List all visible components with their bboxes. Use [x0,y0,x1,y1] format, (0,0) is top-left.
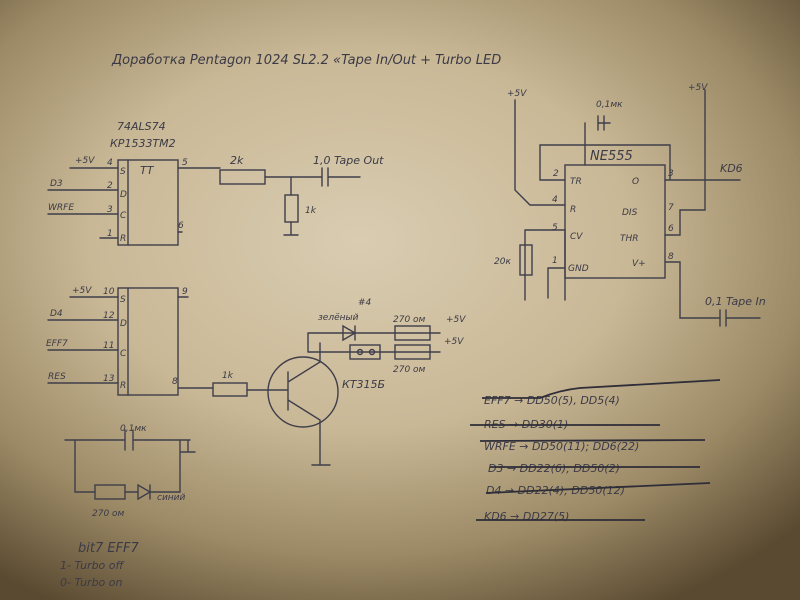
input-label: RES [48,372,66,382]
title: Доработка Pentagon 1024 SL2.2 «Tape In/O… [111,53,501,68]
ne555-circuit: NE555 +5V +5V 0,1мк KD6 20к 0,1 Tape In … [494,83,766,327]
pin-name: S [120,167,126,177]
input-label: +5V [72,286,92,296]
resistor-label: 270 ом [393,365,426,375]
led-mark: #4 [358,298,372,308]
pin-number: 2 [553,169,559,179]
vcc-label: +5V [444,337,464,347]
pin-number: 3 [107,205,113,215]
flipflop-2: S D C R +5V D4 EFF7 RES 10 12 11 13 9 8 [46,286,214,396]
pin-name: D [120,190,127,200]
capacitor-label: 0,1мк [596,100,623,110]
vcc-label: +5V [507,89,527,99]
pin-name: THR [620,234,639,244]
resistor-label: 270 ом [92,509,125,519]
pin-number: 13 [103,374,115,384]
pin-number: 1 [107,229,113,239]
output-label: KD6 [720,162,743,175]
pin-number: 5 [182,158,188,168]
input-label: D3 [50,179,63,189]
input-label: EFF7 [46,339,68,349]
pin-name: R [570,205,576,215]
resistor-label: 270 ом [393,315,426,325]
connection-list: EFF7 → DD50(5), DD5(4) RES → DD30(1) WRF… [470,379,721,523]
input-label: WRFE [48,203,74,213]
pin-number: 6 [668,224,674,234]
resistor-label: 20к [494,257,511,267]
pin-number: 6 [178,221,184,231]
pin-number: 4 [552,195,558,205]
pin-number: 5 [552,223,558,233]
vcc-label: +5V [446,315,466,325]
tape-in-label: 0,1 Tape In [705,295,766,308]
tape-out-circuit: 2k 1k 1,0 Tape Out [219,154,384,236]
struck-note: KD6 → DD27(5) [484,510,569,523]
pin-name: C [120,211,127,221]
pin-name: D [120,319,127,329]
transistor-label: КТ315Б [342,378,385,391]
pin-number: 3 [668,169,674,179]
input-label: +5V [75,156,95,166]
pin-number: 8 [172,377,178,387]
note-line: 1- Turbo off [60,559,125,572]
pin-number: 9 [182,287,188,297]
resistor-label: 1k [305,206,317,216]
pin-number: 2 [107,181,113,191]
led-color-label: синий [157,493,186,503]
note-line: 0- Turbo on [60,576,123,589]
pin-number: 12 [103,311,115,321]
capacitor-label: 0,1мк [120,424,147,434]
pin-name: TR [570,177,582,187]
pin-number: 7 [668,203,674,213]
transistor-stage: 1k КТ315Б [212,342,385,466]
chip1-label: TT [140,164,155,177]
note-line: bit7 EFF7 [78,541,140,556]
pin-name: CV [570,232,583,242]
pin-name: DIS [622,208,638,218]
struck-note: WRFE → DD50(11); DD6(22) [484,440,639,453]
pin-number: 4 [107,158,113,168]
resistor-label: 1k [222,371,234,381]
pin-name: R [120,234,126,244]
pin-number: 1 [552,256,558,266]
flipflop-1: 74ALS74 КР1533ТМ2 TT S D C R +5V D3 WRFE… [47,120,221,246]
led-color-label: зелёный [318,313,359,323]
pin-number: 10 [103,287,115,297]
pin-name: O [632,177,639,187]
struck-note: D3 → DD22(6); DD50(2) [488,462,620,475]
input-label: D4 [50,309,63,319]
pin-number: 8 [668,252,674,262]
led-circuit: #4 зелёный 270 ом 270 ом +5V +5V [307,298,466,375]
pin-name: C [120,349,127,359]
resistor-label: 2k [230,154,244,167]
vcc-label: +5V [688,83,708,93]
pin-name: V+ [632,259,646,269]
pin-name: GND [568,264,589,274]
pin-number: 11 [103,341,114,351]
ic-label: NE555 [590,149,633,164]
blue-led-circuit: 0,1мк 270 ом синий bit7 EFF7 1- Turbo of… [60,424,196,589]
pin-name: R [120,381,126,391]
chip1-part1: 74ALS74 [117,120,166,133]
pin-name: S [120,295,126,305]
tape-out-label: 1,0 Tape Out [313,154,384,167]
struck-note: EFF7 → DD50(5), DD5(4) [484,394,620,407]
chip1-part2: КР1533ТМ2 [110,137,176,150]
